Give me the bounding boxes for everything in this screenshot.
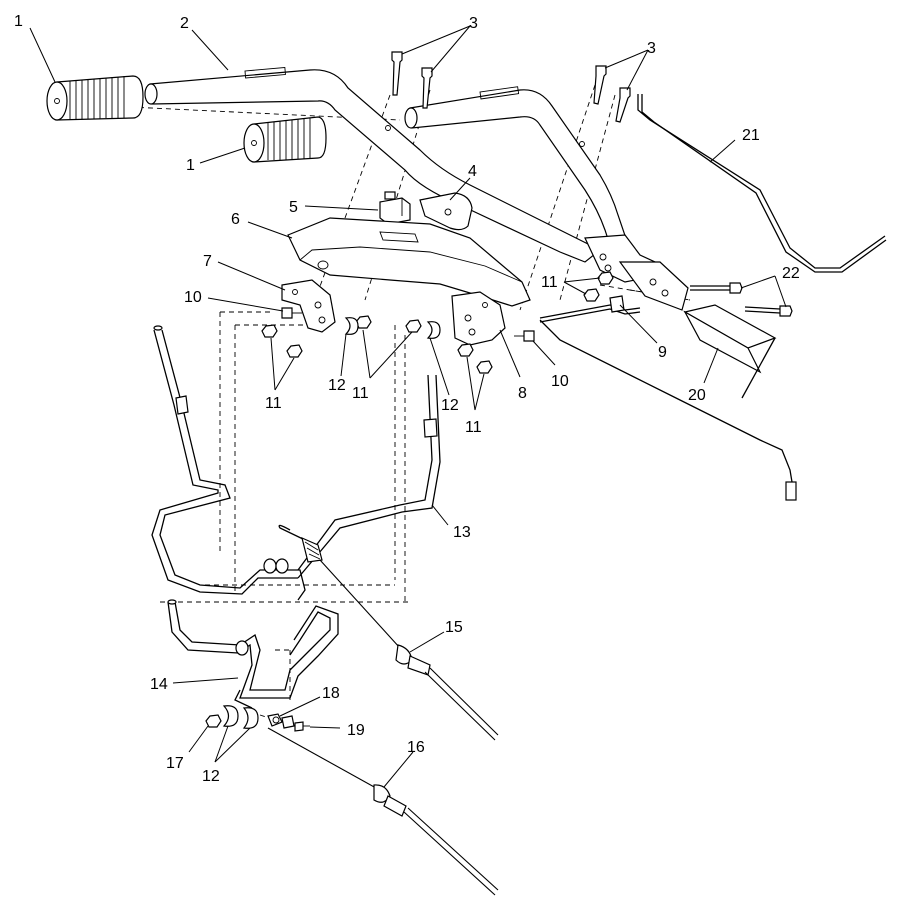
callout-7: 7 bbox=[203, 253, 212, 270]
callout-20: 20 bbox=[688, 387, 706, 404]
callout-3-right: 3 bbox=[647, 40, 656, 57]
callout-1-lower: 1 bbox=[186, 157, 195, 174]
callout-5: 5 bbox=[289, 199, 298, 216]
callout-3-left: 3 bbox=[469, 15, 478, 32]
hardware-fasteners bbox=[261, 271, 614, 374]
lever-part-13 bbox=[151, 325, 441, 601]
callout-16: 16 bbox=[407, 739, 425, 756]
tube-part-20 bbox=[683, 304, 777, 399]
bolts-right bbox=[593, 65, 631, 123]
callout-11-right: 11 bbox=[465, 419, 482, 436]
callout-6: 6 bbox=[231, 211, 240, 228]
callout-19: 19 bbox=[347, 722, 365, 739]
callout-11-left: 11 bbox=[265, 395, 282, 412]
callout-21: 21 bbox=[742, 127, 760, 144]
handlebar bbox=[144, 67, 689, 311]
callout-14: 14 bbox=[150, 676, 168, 693]
console-housing bbox=[287, 217, 531, 307]
switch-part-5 bbox=[379, 191, 411, 225]
insert-part-4 bbox=[419, 192, 473, 231]
callout-10-right: 10 bbox=[551, 373, 569, 390]
lever-part-14 bbox=[167, 599, 339, 709]
cable-part-16 bbox=[267, 727, 499, 896]
callout-11-upper-right: 11 bbox=[541, 274, 558, 291]
callout-11-center: 11 bbox=[352, 385, 369, 402]
callout-13: 13 bbox=[453, 524, 471, 541]
leader-lines bbox=[29, 25, 787, 788]
bracket-left bbox=[281, 279, 336, 333]
rod-part-9 bbox=[539, 295, 797, 501]
cable-part-15 bbox=[278, 524, 499, 741]
rod-part-21 bbox=[637, 94, 887, 273]
callout-8: 8 bbox=[518, 385, 527, 402]
callout-15: 15 bbox=[445, 619, 463, 636]
callout-4: 4 bbox=[468, 163, 477, 180]
bracket-right bbox=[451, 291, 506, 346]
bolts-part-22 bbox=[690, 282, 793, 317]
callout-12-left: 12 bbox=[328, 377, 346, 394]
callout-2: 2 bbox=[180, 15, 189, 32]
callout-1-upper: 1 bbox=[14, 13, 23, 30]
callout-18: 18 bbox=[322, 685, 340, 702]
callout-12-bottom: 12 bbox=[202, 768, 220, 785]
callout-17: 17 bbox=[166, 755, 184, 772]
lower-hardware bbox=[205, 705, 310, 732]
grip-upper bbox=[46, 75, 144, 121]
callout-10-left: 10 bbox=[184, 289, 202, 306]
callout-22: 22 bbox=[782, 265, 800, 282]
grip-lower bbox=[243, 116, 327, 163]
alignment-lines bbox=[129, 84, 691, 729]
callout-labels: 1 1 2 3 3 4 5 6 7 8 9 10 10 11 11 11 11 … bbox=[14, 13, 800, 785]
callout-12-center: 12 bbox=[441, 397, 459, 414]
callout-9: 9 bbox=[658, 344, 667, 361]
bolts-left bbox=[391, 51, 433, 109]
